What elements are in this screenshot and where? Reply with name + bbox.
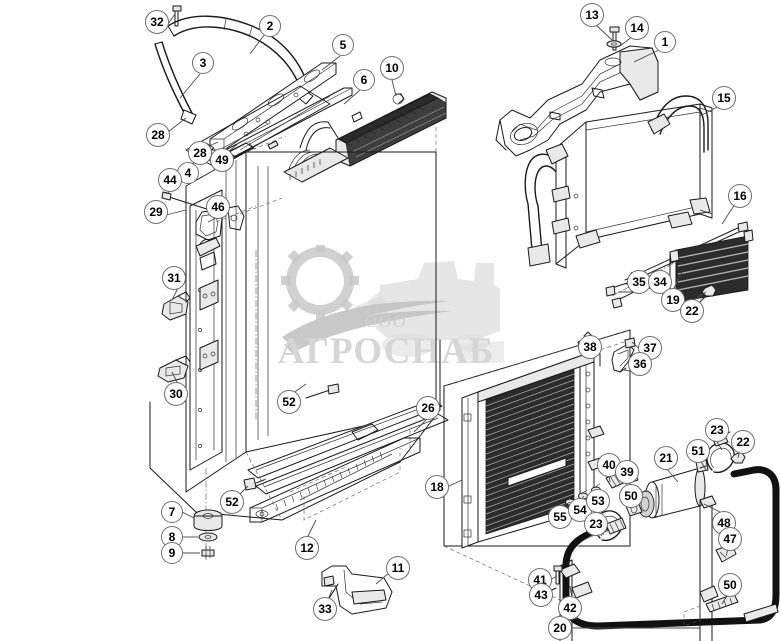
callout-35[interactable]: 35 [627, 270, 651, 294]
part-10-fuel-cooler [335, 91, 447, 167]
part-21-receiver-drier [637, 459, 709, 519]
part-30-clip [157, 355, 191, 383]
callout-44[interactable]: 44 [158, 168, 182, 192]
callout-7[interactable]: 7 [161, 501, 183, 523]
callout-16[interactable]: 16 [728, 184, 752, 208]
part-11-deflector [321, 565, 393, 615]
callout-22[interactable]: 22 [731, 430, 755, 454]
part-33-screw [323, 575, 339, 601]
callout-3[interactable]: 3 [192, 52, 214, 74]
part-3-tube [154, 41, 197, 125]
callout-33[interactable]: 33 [313, 597, 337, 621]
callout-6[interactable]: 6 [353, 69, 375, 91]
callout-20[interactable]: 20 [548, 616, 572, 640]
callout-13[interactable]: 13 [580, 3, 604, 27]
callout-5[interactable]: 5 [332, 34, 354, 56]
callout-21[interactable]: 21 [654, 446, 678, 470]
callout-47[interactable]: 47 [718, 527, 742, 551]
leader-lines [161, 13, 741, 629]
callout-36[interactable]: 36 [628, 352, 652, 376]
callout-26[interactable]: 26 [416, 396, 440, 420]
part-29-radiator-frame [185, 124, 437, 493]
part-7-8-9-isolator [193, 468, 223, 560]
callout-11[interactable]: 11 [386, 556, 410, 580]
part-5-upper-rail [209, 62, 337, 151]
callout-49[interactable]: 49 [210, 148, 234, 172]
part-36-37-bracket [611, 337, 636, 373]
callout-38[interactable]: 38 [578, 335, 602, 359]
callout-43[interactable]: 43 [529, 583, 553, 607]
callout-23[interactable]: 23 [584, 512, 608, 536]
callout-12[interactable]: 12 [295, 536, 319, 560]
part-52-screw-upper [305, 383, 340, 399]
part-32-bolt [172, 5, 182, 27]
callout-29[interactable]: 29 [144, 200, 168, 224]
callout-52[interactable]: 52 [220, 490, 244, 514]
callout-46[interactable]: 46 [206, 195, 230, 219]
callout-9[interactable]: 9 [161, 542, 183, 564]
callout-54[interactable]: 54 [568, 498, 592, 522]
callout-52[interactable]: 52 [277, 390, 301, 414]
part-14-washer [606, 40, 622, 48]
callout-2[interactable]: 2 [259, 15, 281, 37]
callout-31[interactable]: 31 [162, 266, 186, 290]
callout-15[interactable]: 15 [712, 86, 736, 110]
part-12-base-outline [149, 339, 441, 521]
callout-51[interactable]: 51 [686, 439, 710, 463]
callout-28[interactable]: 28 [146, 123, 170, 147]
callout-10[interactable]: 10 [380, 56, 404, 80]
callout-23[interactable]: 23 [705, 418, 729, 442]
part-15-charge-air-cooler [524, 95, 713, 269]
callout-1[interactable]: 1 [654, 31, 676, 53]
callout-39[interactable]: 39 [615, 460, 639, 484]
callout-53[interactable]: 53 [586, 489, 610, 513]
callout-50[interactable]: 50 [718, 573, 742, 597]
callout-14[interactable]: 14 [625, 16, 649, 40]
part-1-shroud-bracket [495, 45, 659, 157]
part-26-lower-rails [247, 399, 449, 523]
part-31-clip [161, 291, 191, 321]
callout-18[interactable]: 18 [425, 475, 449, 499]
wiring-harness [283, 121, 349, 183]
callout-30[interactable]: 30 [164, 382, 188, 406]
callout-32[interactable]: 32 [145, 10, 169, 34]
part-19-oil-cooler [659, 229, 754, 307]
callout-50[interactable]: 50 [619, 484, 643, 508]
callout-28[interactable]: 28 [188, 141, 212, 165]
callout-22[interactable]: 22 [680, 299, 704, 323]
